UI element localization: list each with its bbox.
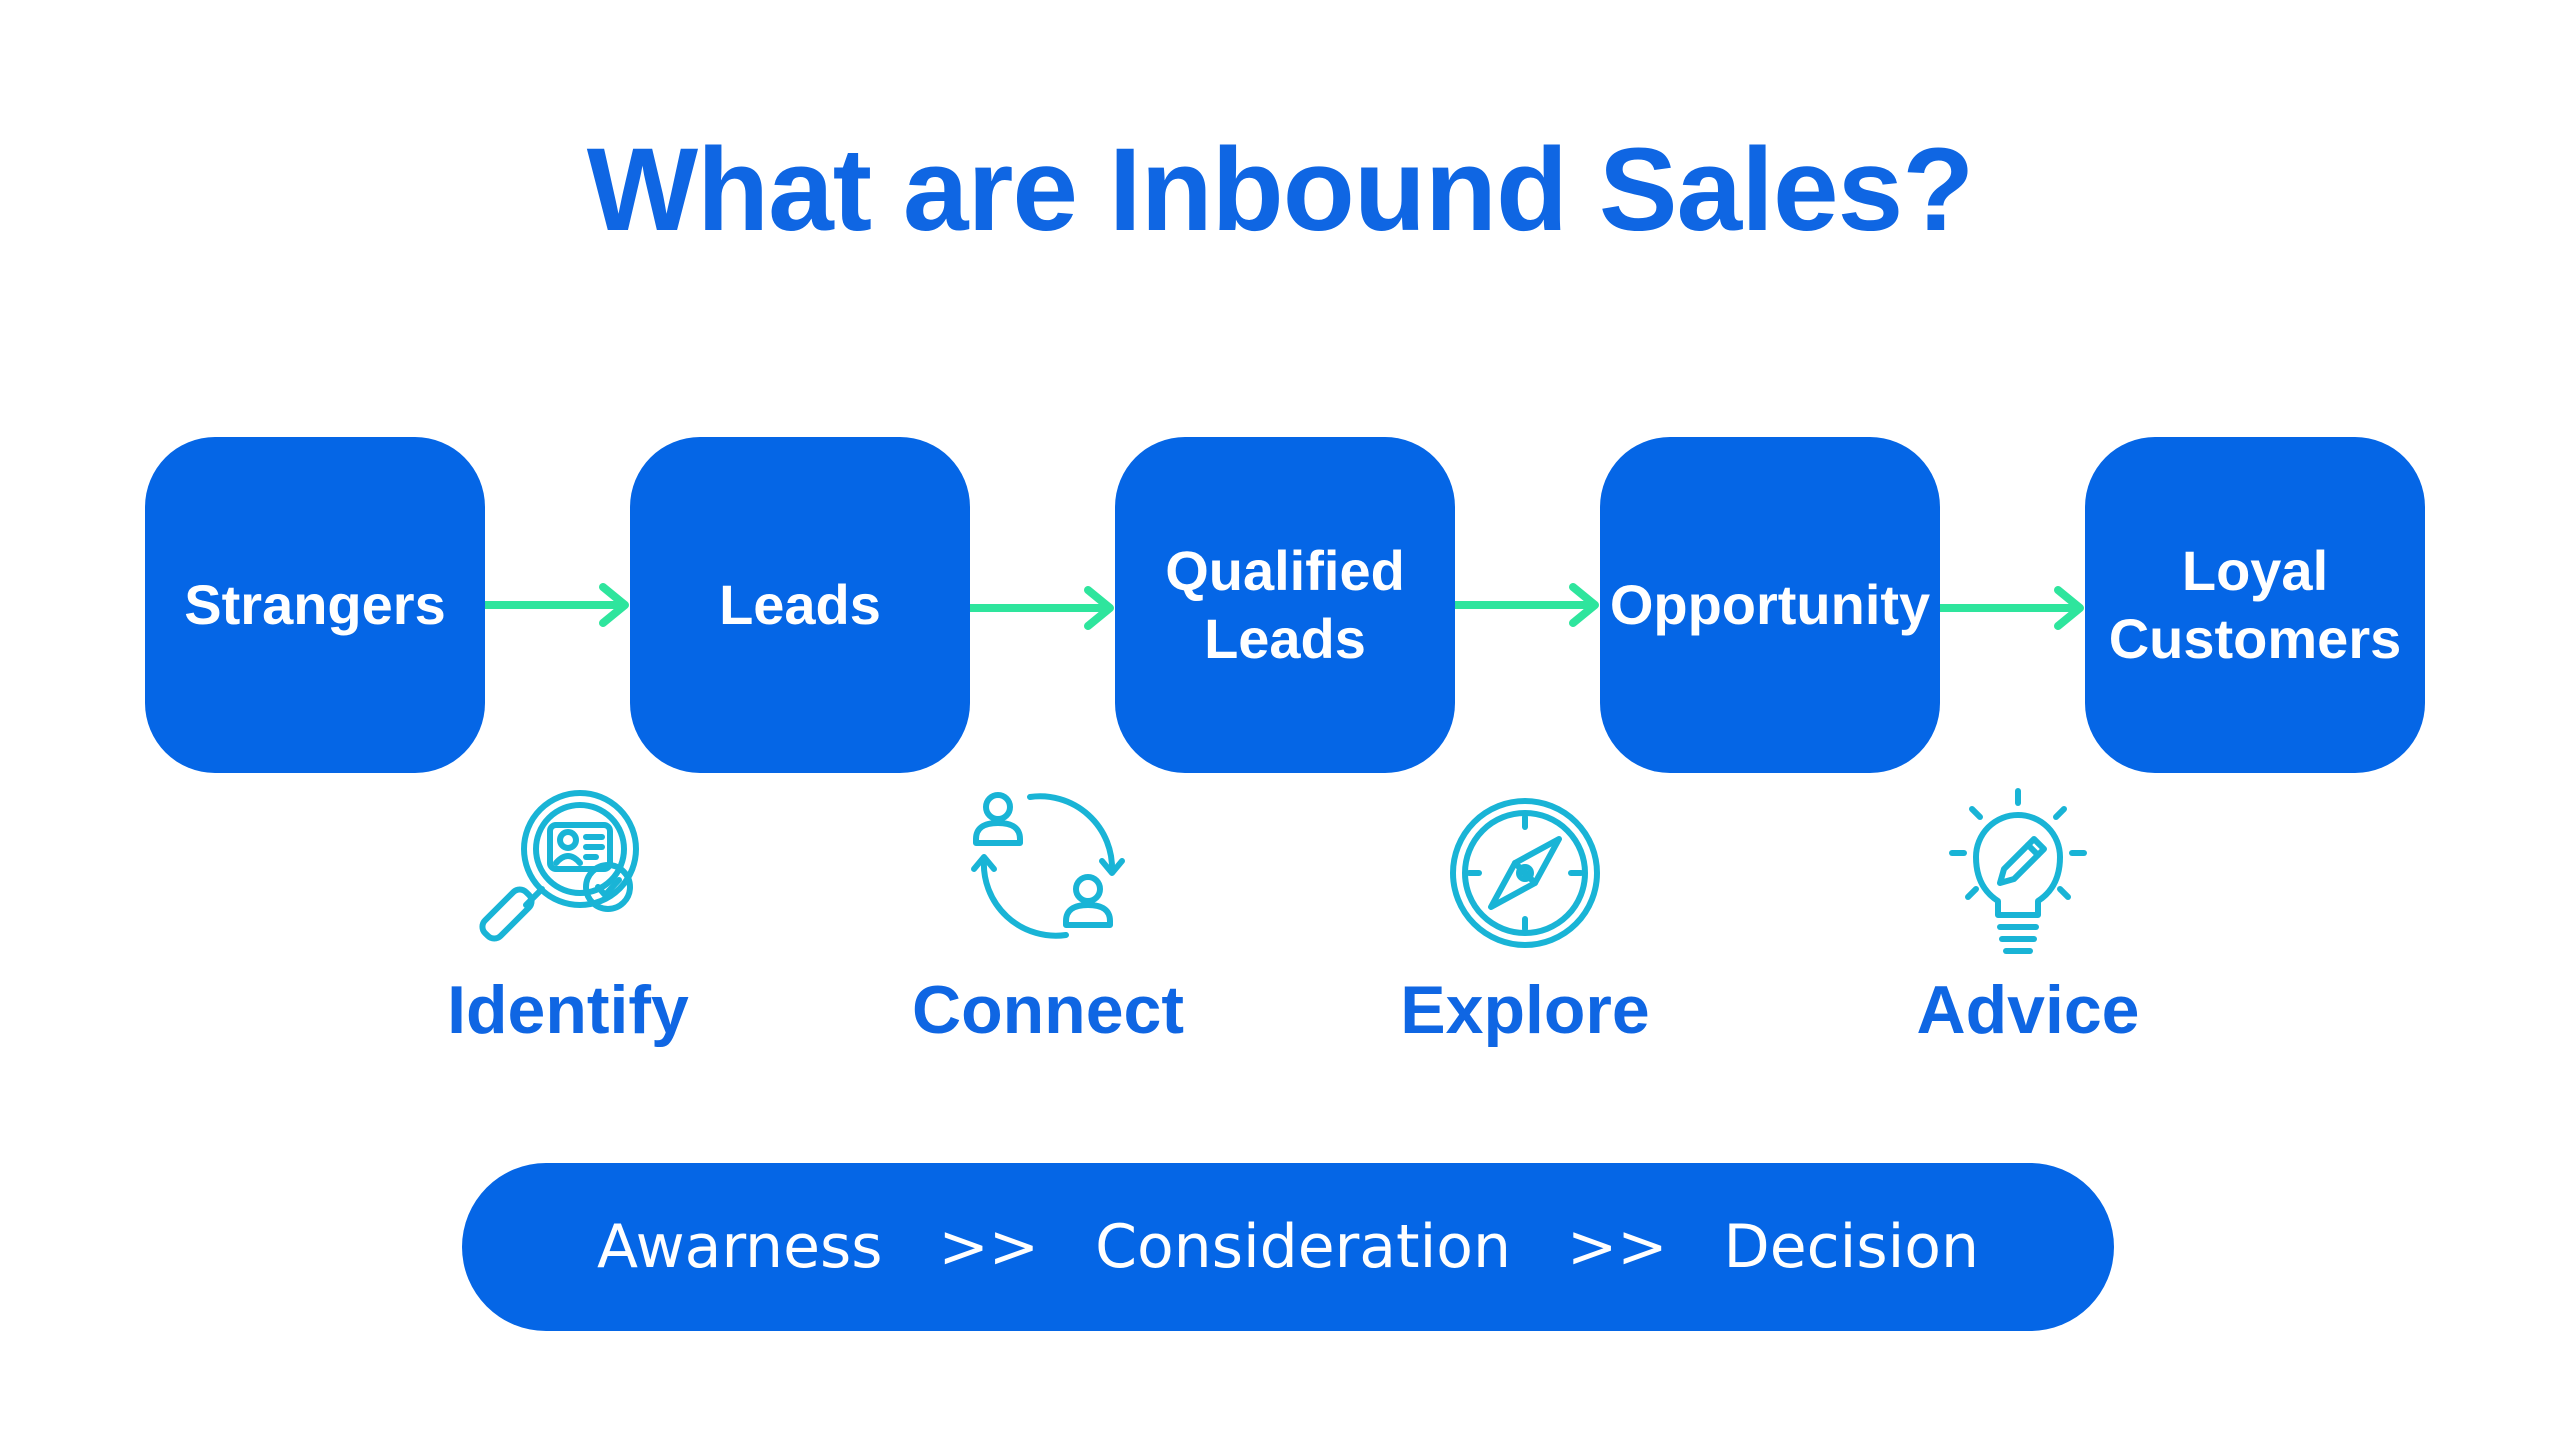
page-title: What are Inbound Sales? [586, 124, 1975, 256]
stage-label-opportunity: Opportunity [1609, 573, 1931, 636]
stage-box-leads: Leads [630, 437, 970, 773]
arrow-right-icon [970, 586, 1114, 630]
stage-label-strangers: Strangers [184, 573, 446, 636]
magnifier-profile-check-icon [479, 790, 639, 942]
step-label-identify: Identify [447, 972, 689, 1048]
stage-label-loyal-customers: Loyal Customers [2108, 539, 2402, 670]
two-users-cycle-icon [971, 792, 1125, 939]
stage-box-opportunity: Opportunity [1600, 437, 1940, 773]
arrow-right-icon [485, 583, 629, 627]
stage-box-strangers: Strangers [145, 437, 485, 773]
arrow-right-icon [1455, 583, 1599, 627]
step-label-advice: Advice [1916, 972, 2140, 1048]
lightbulb-pen-icon [1949, 788, 2087, 954]
step-label-explore: Explore [1400, 972, 1650, 1048]
funnel-separator: >> [938, 1212, 1040, 1282]
funnel-consideration: Consideration [1095, 1212, 1511, 1282]
funnel-decision: Decision [1723, 1212, 1979, 1282]
step-label-connect: Connect [912, 972, 1184, 1048]
stage-box-loyal-customers: Loyal Customers [2085, 437, 2425, 773]
funnel-awareness: Awarness [596, 1212, 883, 1282]
compass-icon [1450, 798, 1600, 948]
stage-label-qualified-leads: Qualified Leads [1165, 539, 1405, 670]
arrow-right-icon [1940, 586, 2084, 630]
stage-box-qualified-leads: Qualified Leads [1115, 437, 1455, 773]
funnel-stages-bar: Awarness >> Consideration >> Decision [462, 1163, 2114, 1331]
funnel-separator: >> [1567, 1212, 1668, 1282]
stage-label-leads: Leads [719, 573, 881, 636]
